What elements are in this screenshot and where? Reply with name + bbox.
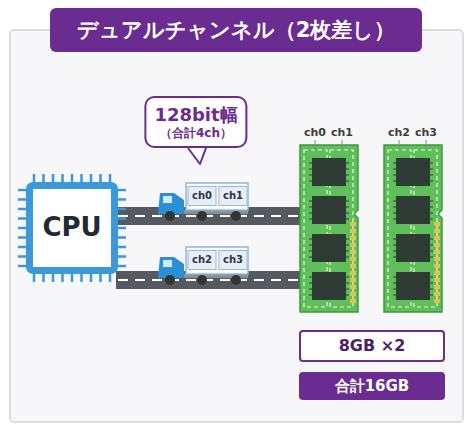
node-text: ch3 — [223, 254, 243, 266]
channel-cargo: ch2 — [188, 250, 217, 270]
callout-pointer — [188, 148, 206, 164]
capacity-box: 8GB ×2 — [299, 330, 445, 362]
node-text: ch2 — [192, 254, 212, 266]
channel-cargo: ch0 — [188, 186, 217, 206]
channel-label: ch0 — [304, 126, 326, 139]
cpu-chip: CPU — [26, 182, 118, 274]
node-text: 128bit幅 — [154, 104, 237, 126]
node-text: CPU — [42, 212, 101, 243]
cpu-pins — [18, 174, 126, 282]
outer-panel — [10, 30, 463, 422]
channel-label: ch3 — [415, 126, 437, 139]
channel-label: ch2 — [388, 126, 410, 139]
node-text: 8GB ×2 — [339, 336, 406, 355]
total-box: 合計16GB — [299, 372, 445, 400]
channel-cargo: ch1 — [219, 186, 248, 206]
node-text: ch0 — [192, 190, 212, 202]
channel-label: ch1 — [331, 126, 353, 139]
node-text: ch1 — [223, 190, 243, 202]
title-band: デュアルチャンネル（2枚差し） — [50, 8, 422, 52]
channel-cargo: ch3 — [219, 250, 248, 270]
memory-modules — [300, 140, 442, 312]
truck — [158, 183, 248, 221]
node-text: （合計4ch） — [160, 126, 232, 140]
callout-bubble: 128bit幅（合計4ch） — [144, 96, 247, 148]
truck — [158, 247, 248, 285]
node-text: 合計16GB — [335, 377, 410, 395]
road — [116, 207, 304, 289]
